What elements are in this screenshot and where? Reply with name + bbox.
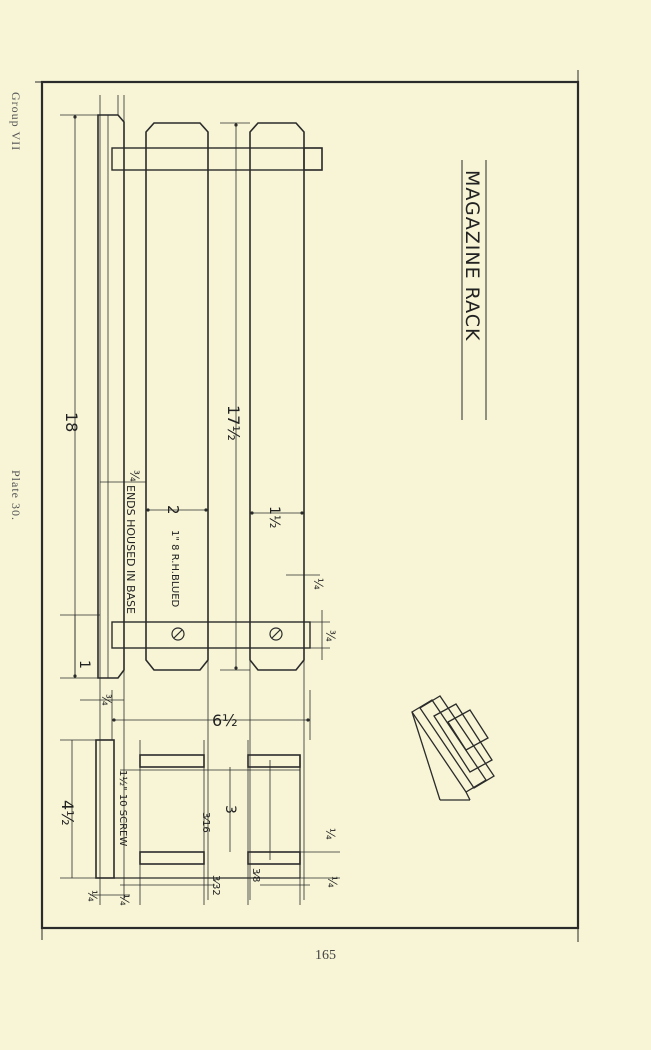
isometric-sketch	[411, 695, 495, 801]
dim-q-c: ¼	[85, 890, 99, 902]
page-number: 165	[315, 948, 336, 963]
base-rail	[97, 114, 125, 679]
group-label: Group VII	[9, 92, 23, 152]
rail-1	[145, 122, 209, 671]
note-rh-blued: 1" 8 R.H.BLUED	[169, 530, 180, 608]
note-screw: 1½" 10 SCREW	[117, 770, 129, 846]
screw-heads	[171, 627, 283, 641]
dim-3-32: 3⁄32	[210, 875, 221, 896]
dim-q-right: ¼	[311, 578, 325, 590]
dim-1h: 1½	[266, 506, 282, 528]
dim-3-16: 3⁄16	[200, 812, 211, 833]
end-piece-bottom	[111, 621, 311, 649]
dim-6h: 6½	[212, 711, 238, 730]
note-ends-housed: ENDS HOUSED IN BASE	[124, 485, 137, 614]
dim-4h: 4½	[58, 800, 77, 826]
plate-label: Plate 30.	[9, 470, 23, 521]
dim-3-8: 3⁄8	[250, 868, 261, 882]
dim-2: 2	[164, 505, 182, 515]
dim-3q-top: ¾	[127, 470, 141, 482]
dim-3q-left: ¾	[99, 694, 113, 706]
dim-18: 18	[62, 412, 81, 432]
dim-3q-right: ¾	[323, 630, 337, 642]
dim-q-b: ¼	[325, 876, 339, 888]
dim-q-d: ¼	[117, 894, 131, 906]
rail-2	[249, 122, 305, 671]
dim-17h: 17½	[224, 405, 243, 441]
end-piece-top	[111, 147, 323, 171]
dim-3: 3	[222, 805, 238, 814]
dim-1: 1	[76, 660, 92, 669]
dim-q-a: ¼	[323, 828, 337, 840]
drawing-title: MAGAZINE RACK	[461, 170, 483, 341]
drawing-border	[40, 80, 580, 930]
